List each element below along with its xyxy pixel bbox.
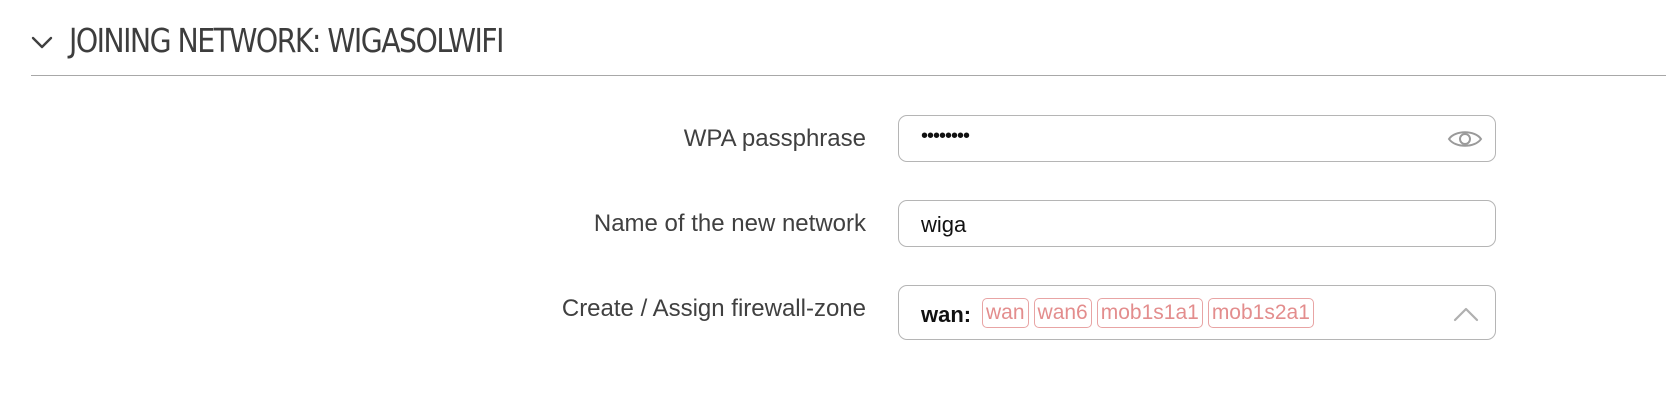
zone-network-tag: wan6 xyxy=(1033,298,1092,328)
network-name-row: Name of the new network wiga xyxy=(0,200,1666,248)
network-name-field[interactable]: wiga xyxy=(898,200,1496,247)
passphrase-value: •••••••• xyxy=(921,125,970,147)
firewall-zone-label: Create / Assign firewall-zone xyxy=(561,295,866,322)
passphrase-label: WPA passphrase xyxy=(683,125,866,152)
passphrase-field[interactable]: •••••••• xyxy=(898,115,1496,162)
passphrase-row: WPA passphrase •••••••• xyxy=(0,115,1666,163)
zone-network-tag: wan xyxy=(982,298,1029,328)
eye-icon[interactable] xyxy=(1447,128,1483,150)
selected-zone-name: wan: xyxy=(921,302,972,327)
zone-network-tags: wan wan6 mob1s1a1 mob1s2a1 xyxy=(982,298,1314,328)
network-name-value: wiga xyxy=(921,212,967,237)
zone-network-tag: mob1s1a1 xyxy=(1096,298,1203,328)
chevron-up-icon[interactable] xyxy=(1453,306,1479,322)
section-title: JOINING NETWORK: WIGASOLWIFI xyxy=(69,21,504,60)
zone-network-tag: mob1s2a1 xyxy=(1207,298,1314,328)
section-header[interactable]: JOINING NETWORK: WIGASOLWIFI xyxy=(31,18,1666,76)
network-name-label: Name of the new network xyxy=(593,210,866,237)
firewall-zone-select[interactable]: wan: wan wan6 mob1s1a1 mob1s2a1 xyxy=(898,285,1496,340)
chevron-down-icon[interactable] xyxy=(31,36,53,50)
firewall-zone-row: Create / Assign firewall-zone wan: wan w… xyxy=(0,285,1666,341)
